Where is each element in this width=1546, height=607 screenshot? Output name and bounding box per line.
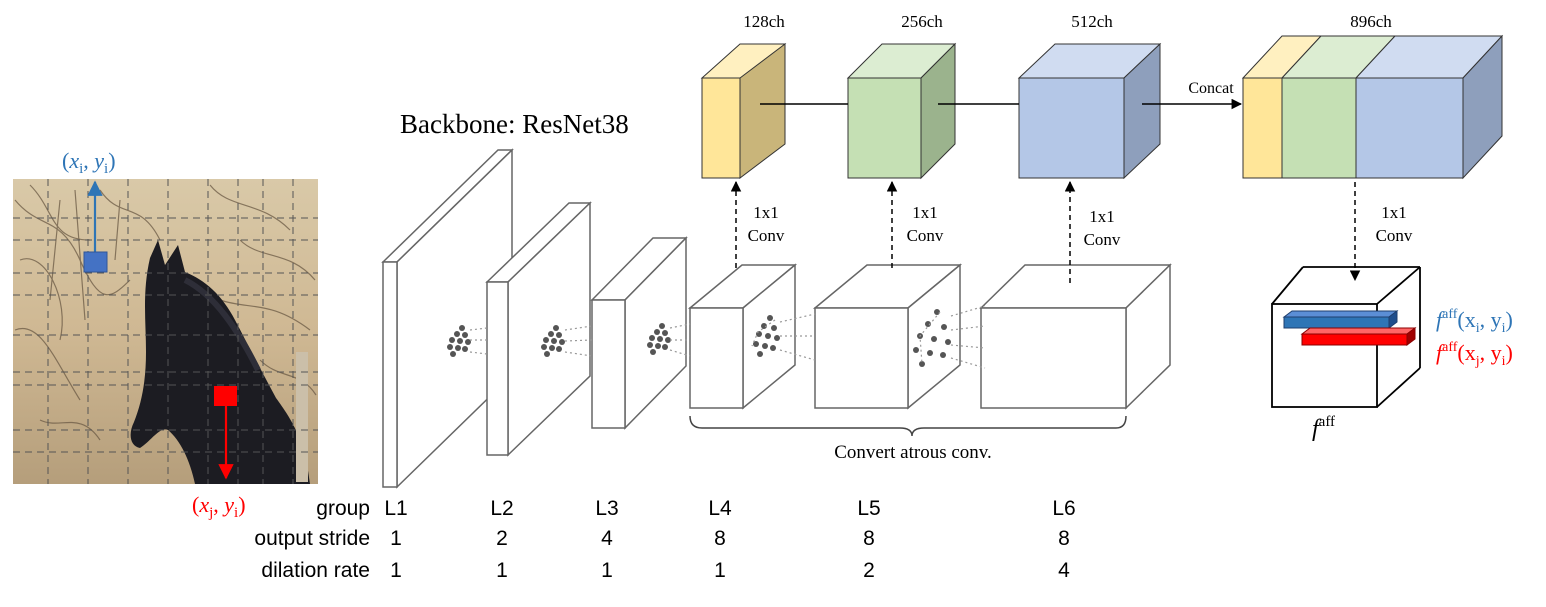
col-l2-group: L2	[490, 497, 513, 520]
layer-l6-box	[979, 263, 1172, 410]
col-l1-dilation: 1	[390, 559, 402, 582]
col-l5-group: L5	[857, 497, 880, 520]
layer-l1-box	[381, 148, 514, 489]
affinity-bar-j	[1300, 327, 1417, 346]
col-l3-dilation: 1	[601, 559, 613, 582]
conv-arrows	[730, 180, 1361, 283]
backbone-layers	[381, 148, 1172, 489]
layer-l2-box	[485, 201, 592, 457]
point-j-marker	[214, 386, 237, 406]
col-l4-dilation: 1	[714, 559, 726, 582]
row-label-output-stride: output stride	[254, 527, 370, 550]
col-l3-group: L3	[595, 497, 618, 520]
feature-block-256-front	[847, 77, 922, 179]
input-image	[13, 179, 318, 484]
affinity-label-j: faff(xj, yi)	[1436, 340, 1513, 369]
col-l1-stride: 1	[390, 527, 402, 550]
affinity-bar-i	[1282, 310, 1399, 329]
col-l4-stride: 8	[714, 527, 726, 550]
horse-silhouette	[130, 240, 310, 484]
col-l2-dilation: 1	[496, 559, 508, 582]
concat-label: Concat	[1188, 80, 1234, 97]
feature-block-512-label: 512ch	[1071, 12, 1113, 31]
atrous-brace	[689, 415, 1127, 437]
point-i-label: (xi, yi)	[62, 148, 116, 177]
affinity-cube-label: faff	[1312, 414, 1335, 442]
point-i-marker	[83, 251, 108, 273]
dots-l1	[447, 325, 471, 357]
feature-block-512	[1017, 42, 1162, 180]
concat-block-front-blue	[1355, 77, 1464, 179]
feature-block-512-front	[1018, 77, 1125, 179]
affinity-label-i: faff(xi, yi)	[1436, 307, 1513, 336]
col-l6-stride: 8	[1058, 527, 1070, 550]
branches-texture	[14, 184, 317, 441]
layer-table: group output stride dilation rate L1 1 1…	[254, 497, 1075, 582]
col-l5-dilation: 2	[863, 559, 875, 582]
col-l5-stride: 8	[863, 527, 875, 550]
projection-dotted-lines	[469, 305, 986, 369]
dots-l5	[913, 309, 951, 367]
row-label-group: group	[316, 497, 370, 520]
col-l2-stride: 2	[496, 527, 508, 550]
layer-l3-box	[590, 236, 688, 430]
dots-l3	[647, 323, 671, 355]
col-l4-group: L4	[708, 497, 732, 520]
col-l6-dilation: 4	[1058, 559, 1070, 582]
feature-block-128-label: 128ch	[743, 12, 785, 31]
concat-block-front-green	[1281, 77, 1357, 179]
col-l1-group: L1	[384, 497, 407, 520]
feature-block-128	[700, 42, 787, 180]
concat-output-label: 896ch	[1350, 12, 1392, 31]
row-label-dilation-rate: dilation rate	[261, 559, 370, 582]
feature-block-128-front	[701, 77, 741, 179]
layer-l5-box	[812, 263, 963, 410]
col-l6-group: L6	[1052, 497, 1075, 520]
point-j-label: (xj, yi)	[192, 492, 246, 521]
col-l3-stride: 4	[601, 527, 613, 550]
concat-block	[1241, 34, 1504, 180]
feature-block-256	[846, 42, 957, 180]
backbone-title: Backbone: ResNet38	[400, 109, 629, 139]
concat-block-front-yellow	[1242, 77, 1283, 179]
receptive-field-dots	[447, 309, 951, 367]
dots-l2	[541, 325, 565, 357]
feature-block-256-label: 256ch	[901, 12, 943, 31]
atrous-label: Convert atrous conv.	[834, 442, 992, 463]
image-grid	[13, 179, 318, 484]
